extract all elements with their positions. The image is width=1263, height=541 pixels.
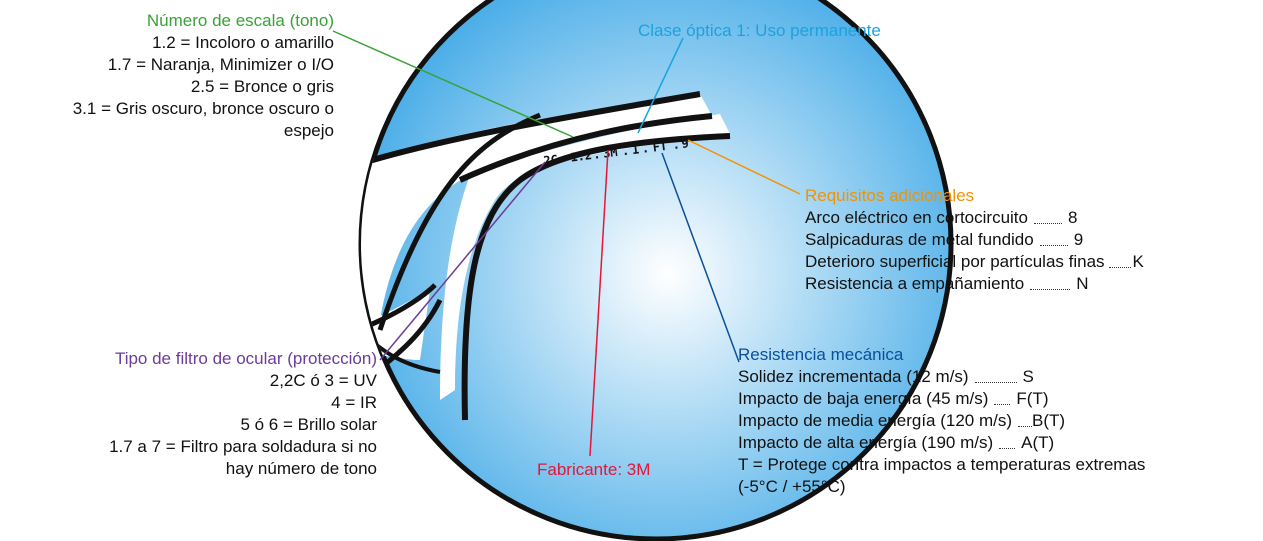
mechanical-resistance-block: Resistencia mecánica Solidez incrementad…	[738, 344, 1145, 498]
mechanical-item: Impacto de media energía (120 m/s) B(T)	[738, 410, 1145, 432]
mechanical-item-label: Impacto de baja energía (45 m/s)	[738, 389, 989, 408]
manufacturer-leader-line	[589, 149, 609, 457]
additional-item-code: 9	[1073, 230, 1084, 249]
additional-item-label: Salpicaduras de metal fundido	[805, 230, 1034, 249]
marking-mechanical: FT	[652, 139, 668, 155]
svg-text:.: .	[672, 137, 681, 152]
mechanical-item: Impacto de alta energía (190 m/s) A(T)	[738, 432, 1145, 454]
svg-text:.: .	[641, 141, 650, 156]
marking-additional: 9	[681, 136, 690, 151]
additional-item-code: 8	[1067, 208, 1078, 227]
optical-leader-line	[637, 37, 684, 134]
scale-number-block: Número de escala (tono) 1.2 = Incoloro o…	[73, 10, 334, 142]
optical-class-title: Clase óptica 1: Uso permanente	[638, 21, 881, 40]
marking-optical-class: 1	[631, 142, 640, 157]
additional-requirements-title: Requisitos adicionales	[805, 186, 975, 205]
filter-line-1: 2,2C ó 3 = UV	[269, 371, 377, 390]
additional-item: Salpicaduras de metal fundido 9	[805, 229, 1144, 251]
mechanical-item: Impacto de baja energía (45 m/s) F(T)	[738, 388, 1145, 410]
mechanical-item-label: Solidez incrementada (12 m/s)	[738, 367, 969, 386]
mechanical-item-code: B(T)	[1032, 411, 1066, 430]
scale-leader-line	[332, 30, 574, 138]
marking-scale-number: 1.2	[569, 148, 592, 165]
scale-number-title: Número de escala (tono)	[146, 11, 334, 30]
additional-leader-line	[687, 139, 801, 195]
mechanical-note-line-1: T = Protege contra impactos a temperatur…	[738, 455, 1146, 474]
scale-line-4: 3.1 = Gris oscuro, bronce oscuro o	[72, 99, 334, 118]
scale-line-2: 1.7 = Naranja, Minimizer o I/O	[107, 55, 334, 74]
manufacturer-title: Fabricante: 3M	[537, 460, 651, 479]
additional-item-label: Arco eléctrico en cortocircuito	[805, 208, 1028, 227]
mechanical-item-label: Impacto de alta energía (190 m/s)	[738, 433, 994, 452]
additional-item-code: K	[1132, 252, 1144, 271]
filter-type-title: Tipo de filtro de ocular (protección)	[114, 349, 377, 368]
mechanical-item: Solidez incrementada (12 m/s) S	[738, 366, 1145, 388]
additional-requirements-block: Requisitos adicionales Arco eléctrico en…	[805, 185, 1144, 295]
scale-line-3: 2.5 = Bronce o gris	[190, 77, 334, 96]
additional-item: Arco eléctrico en cortocircuito 8	[805, 207, 1144, 229]
additional-item: Resistencia a empañamiento N	[805, 273, 1144, 295]
marking-filter-type: 2C	[543, 152, 559, 168]
additional-item: Deterioro superficial por partículas fin…	[805, 251, 1144, 273]
mechanical-leader-line	[661, 152, 740, 363]
mechanical-resistance-title: Resistencia mecánica	[738, 345, 904, 364]
scale-line-1: 1.2 = Incoloro o amarillo	[152, 33, 334, 52]
mechanical-item-code: F(T)	[1016, 389, 1049, 408]
mechanical-item-code: S	[1022, 367, 1034, 386]
mechanical-item-label: Impacto de media energía (120 m/s)	[738, 411, 1013, 430]
svg-text:-: -	[562, 151, 571, 166]
marking-manufacturer: 3M	[602, 145, 618, 161]
additional-item-label: Resistencia a empañamiento	[805, 274, 1025, 293]
filter-line-5: hay número de tono	[225, 459, 377, 478]
lens-marking: 2C - 1.2 . 3M . 1 . FT . 9	[543, 136, 690, 168]
filter-line-2: 4 = IR	[331, 393, 377, 412]
svg-text:.: .	[621, 144, 630, 159]
additional-item-code: N	[1076, 274, 1089, 293]
filter-line-4: 1.7 a 7 = Filtro para soldadura si no	[109, 437, 377, 456]
additional-item-label: Deterioro superficial por partículas fin…	[805, 252, 1105, 271]
mechanical-item-code: A(T)	[1021, 433, 1055, 452]
filter-type-block: Tipo de filtro de ocular (protección) 2,…	[109, 348, 377, 480]
filter-line-3: 5 ó 6 = Brillo solar	[240, 415, 377, 434]
mechanical-note-line-2: (-5°C / +55°C)	[738, 477, 846, 496]
svg-text:.: .	[592, 147, 601, 162]
filter-leader-line	[379, 161, 546, 361]
scale-line-5: espejo	[283, 121, 334, 140]
